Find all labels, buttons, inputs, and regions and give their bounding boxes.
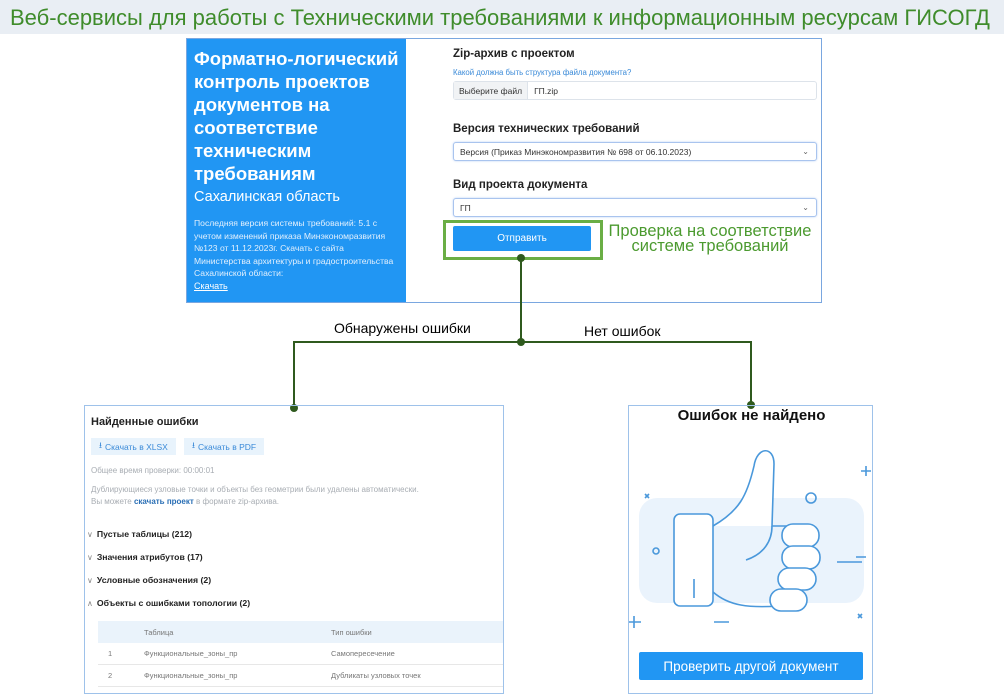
chevron-down-icon: ∨ [87,552,93,562]
section-label: Пустые таблицы (212) [96,529,193,539]
connector-dot [517,254,525,262]
type-select[interactable]: ГП ⌄ [453,198,817,217]
region: Сахалинская область [194,189,340,205]
success-title: Ошибок не найдено [677,407,826,424]
download-pdf-button[interactable]: ⭳Скачать в PDF [184,438,265,455]
connector [293,341,295,408]
branch-errors-label: Обнаружены ошибки [334,320,471,336]
errors-screenshot: Найденные ошибки ⭳Скачать в XLSX ⭳Скачат… [84,405,504,694]
download-icon: ⭳ [99,439,102,450]
connector-dot [290,404,298,412]
submit-button[interactable]: Отправить [453,226,591,251]
col-header: Тип ошибки [331,627,372,637]
banner-title: Веб-сервисы для работы с Техническими тр… [0,0,1004,34]
section-attributes[interactable]: ∨Значения атрибутов (17) [87,552,203,562]
zip-label: Zip-архив с проектом [453,48,575,60]
note-post: в формате zip-архива. [196,497,280,506]
chevron-down-icon: ∨ [87,575,93,585]
branch-no-errors-label: Нет ошибок [584,323,661,339]
version-label: Версия технических требований [453,123,640,135]
thumbs-up-icon [629,449,871,628]
type-label: Вид проекта документа [453,179,588,191]
hero-panel: Форматно-логический контроль проектов до… [187,39,406,302]
choose-file-button[interactable]: Выберите файл [454,82,529,99]
chevron-down-icon: ⌄ [802,203,809,212]
download-link[interactable]: Скачать [194,280,228,291]
chevron-down-icon: ⌄ [802,147,809,156]
success-screenshot: Ошибок не найдено Проверить другой докум… [628,405,873,694]
pdf-label: Скачать в PDF [197,441,257,452]
version-select[interactable]: Версия (Приказ Минэкономразвития № 698 о… [453,142,817,161]
xlsx-label: Скачать в XLSX [104,441,168,452]
download-icon: ⭳ [192,439,195,450]
version-value: Версия (Приказ Минэкономразвития № 698 о… [460,146,692,157]
section-label: Условные обозначения (2) [96,575,212,585]
note-pre: Вы можете [91,497,132,506]
section-label: Значения атрибутов (17) [96,552,203,562]
connector [750,341,752,405]
connector-dot [517,338,525,346]
connector [520,258,522,343]
section-symbols[interactable]: ∨Условные обозначения (2) [87,575,211,585]
file-name: ГП.zip [534,85,559,96]
info-text: Последняя версия системы требований: 5.1… [194,218,394,278]
errors-title: Найденные ошибки [91,416,199,428]
check-another-button[interactable]: Проверить другой документ [639,652,863,680]
download-xlsx-button[interactable]: ⭳Скачать в XLSX [91,438,176,455]
col-header: Таблица [144,627,174,637]
section-topology[interactable]: ∧Объекты с ошибками топологии (2) [87,598,250,608]
check-time: Общее время проверки: 00:00:01 [91,466,215,475]
note-line-1: Дублирующиеся узловые точки и объекты бе… [91,485,419,494]
section-empty-tables[interactable]: ∨Пустые таблицы (212) [87,529,192,539]
type-value: ГП [460,202,471,213]
annotation: Проверка на соответствие системе требова… [608,222,812,255]
form-screenshot: Форматно-логический контроль проектов до… [186,38,822,303]
structure-link[interactable]: Какой должна быть структура файла докуме… [453,68,632,77]
table-header: Таблица Тип ошибки [98,621,503,643]
chevron-up-icon: ∧ [87,598,93,608]
chevron-down-icon: ∨ [87,529,93,539]
hero-heading: Форматно-логический контроль проектов до… [194,48,399,184]
download-project-link[interactable]: скачать проект [133,497,194,506]
section-label: Объекты с ошибками топологии (2) [96,598,251,608]
